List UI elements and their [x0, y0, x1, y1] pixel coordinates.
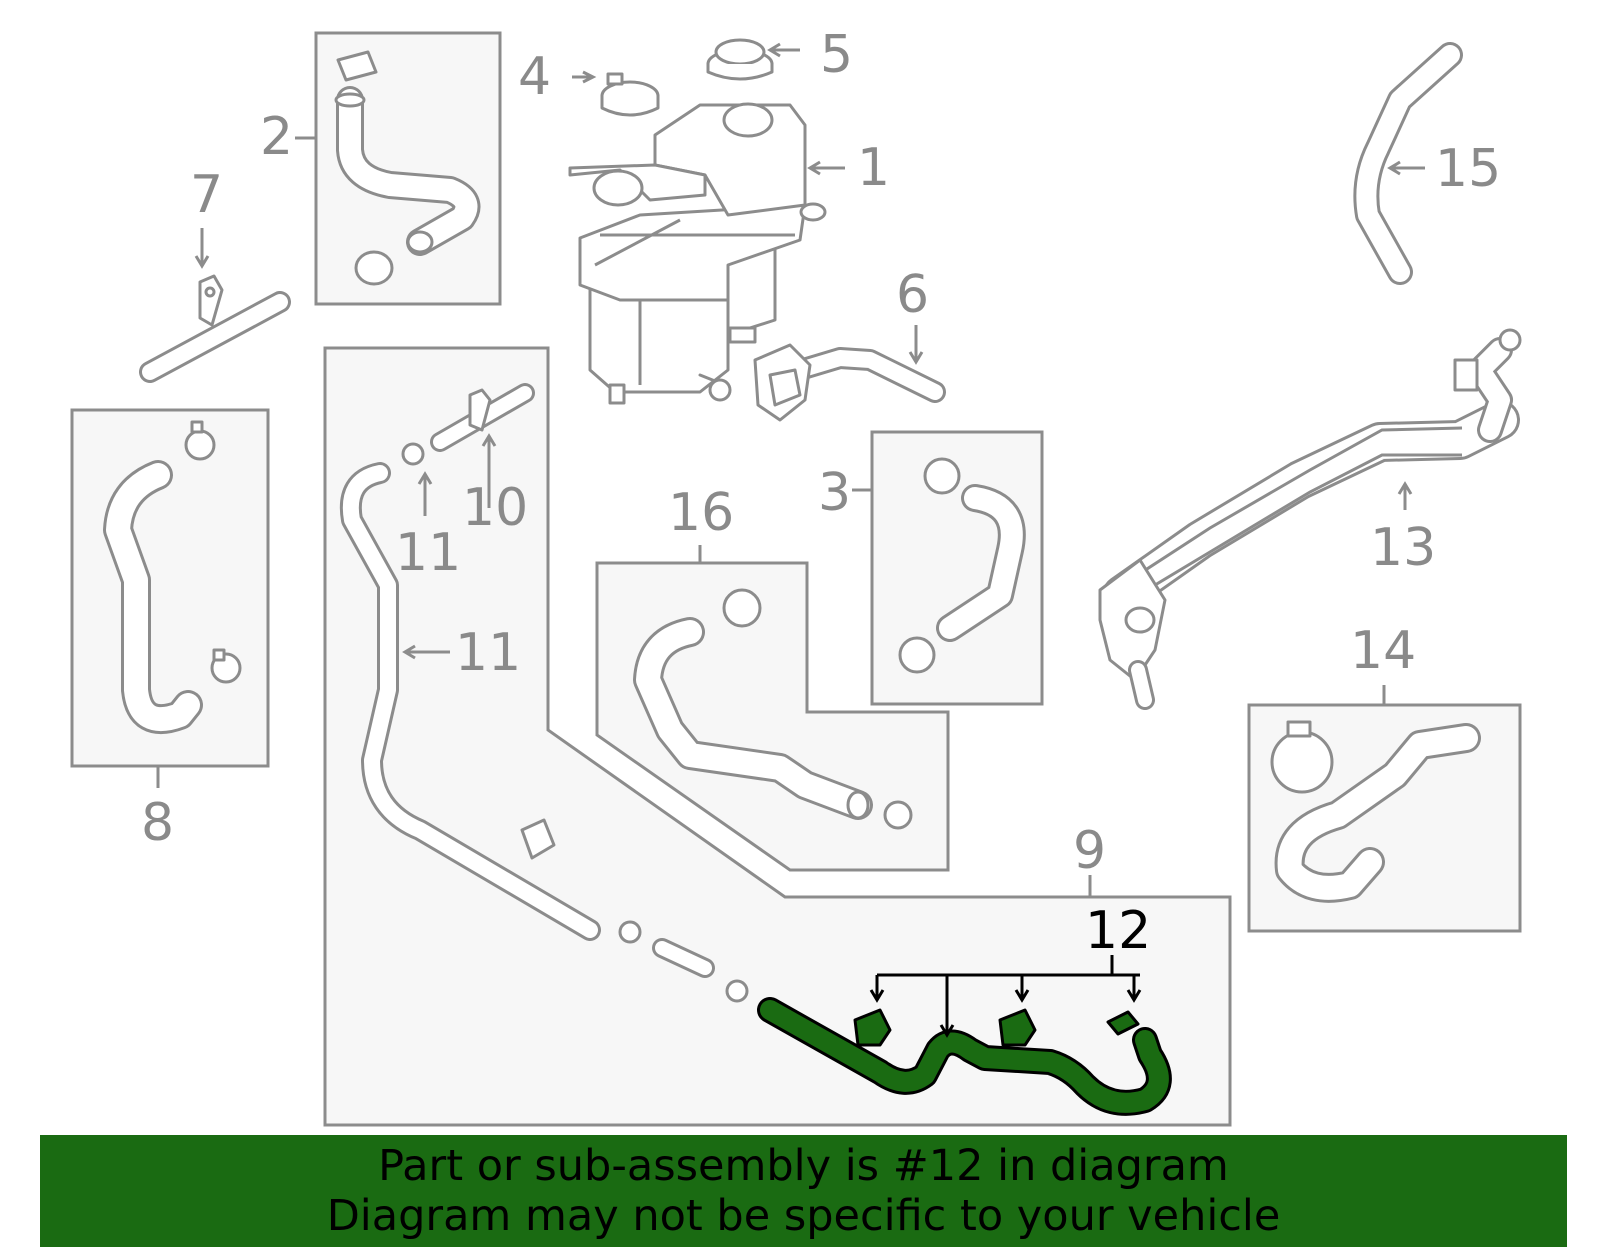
- reservoir-part-1: [568, 102, 827, 405]
- callout-13: 13: [1370, 518, 1436, 578]
- tube-part-7: [139, 274, 291, 383]
- banner-line-disclaimer: Diagram may not be specific to your vehi…: [326, 1191, 1281, 1241]
- clip-part-12-b: [998, 1008, 1037, 1047]
- hose-part-6: [753, 343, 946, 422]
- hose-part-14: [1270, 720, 1481, 903]
- callout-6: 6: [896, 265, 929, 325]
- callout-12: 12: [1085, 901, 1151, 961]
- leader-lines: [156, 42, 1425, 897]
- callout-15: 15: [1435, 139, 1501, 199]
- info-banner: Part or sub-assembly is #12 in diagram D…: [40, 1135, 1567, 1247]
- leader-lines-part-12: [869, 955, 1142, 1038]
- hose-part-2: [334, 50, 481, 286]
- clip-part-12-a: [853, 1008, 892, 1047]
- hose-part-16: [633, 588, 913, 830]
- hose-part-8: [103, 420, 242, 734]
- callout-1: 1: [857, 138, 890, 198]
- callout-8: 8: [141, 793, 174, 853]
- callout-4: 4: [518, 47, 551, 107]
- hose-part-15: [1353, 42, 1463, 285]
- callout-7: 7: [190, 165, 223, 225]
- cap-part-5: [706, 38, 774, 81]
- callout-5: 5: [820, 25, 853, 85]
- clip-part-12-c: [1106, 1010, 1140, 1036]
- hose-part-3: [898, 457, 1026, 674]
- banner-line-part-number: Part or sub-assembly is #12 in diagram: [378, 1141, 1229, 1191]
- hose-part-11: [339, 462, 749, 1003]
- callout-16: 16: [668, 483, 734, 543]
- callout-11-lower: 11: [455, 623, 521, 683]
- callout-10: 10: [462, 478, 528, 538]
- pipe-assembly-part-13: [1098, 328, 1522, 710]
- callout-14: 14: [1350, 621, 1416, 681]
- callout-9: 9: [1073, 821, 1106, 881]
- highlighted-hose-part-12: [757, 997, 1172, 1116]
- callout-3: 3: [818, 463, 851, 523]
- callout-11-upper: 11: [395, 523, 461, 583]
- clamp-part-11: [401, 442, 425, 466]
- cap-part-4: [600, 72, 660, 117]
- callout-2: 2: [260, 107, 293, 167]
- tube-part-10: [430, 383, 535, 452]
- group-box-9: [323, 346, 1232, 1127]
